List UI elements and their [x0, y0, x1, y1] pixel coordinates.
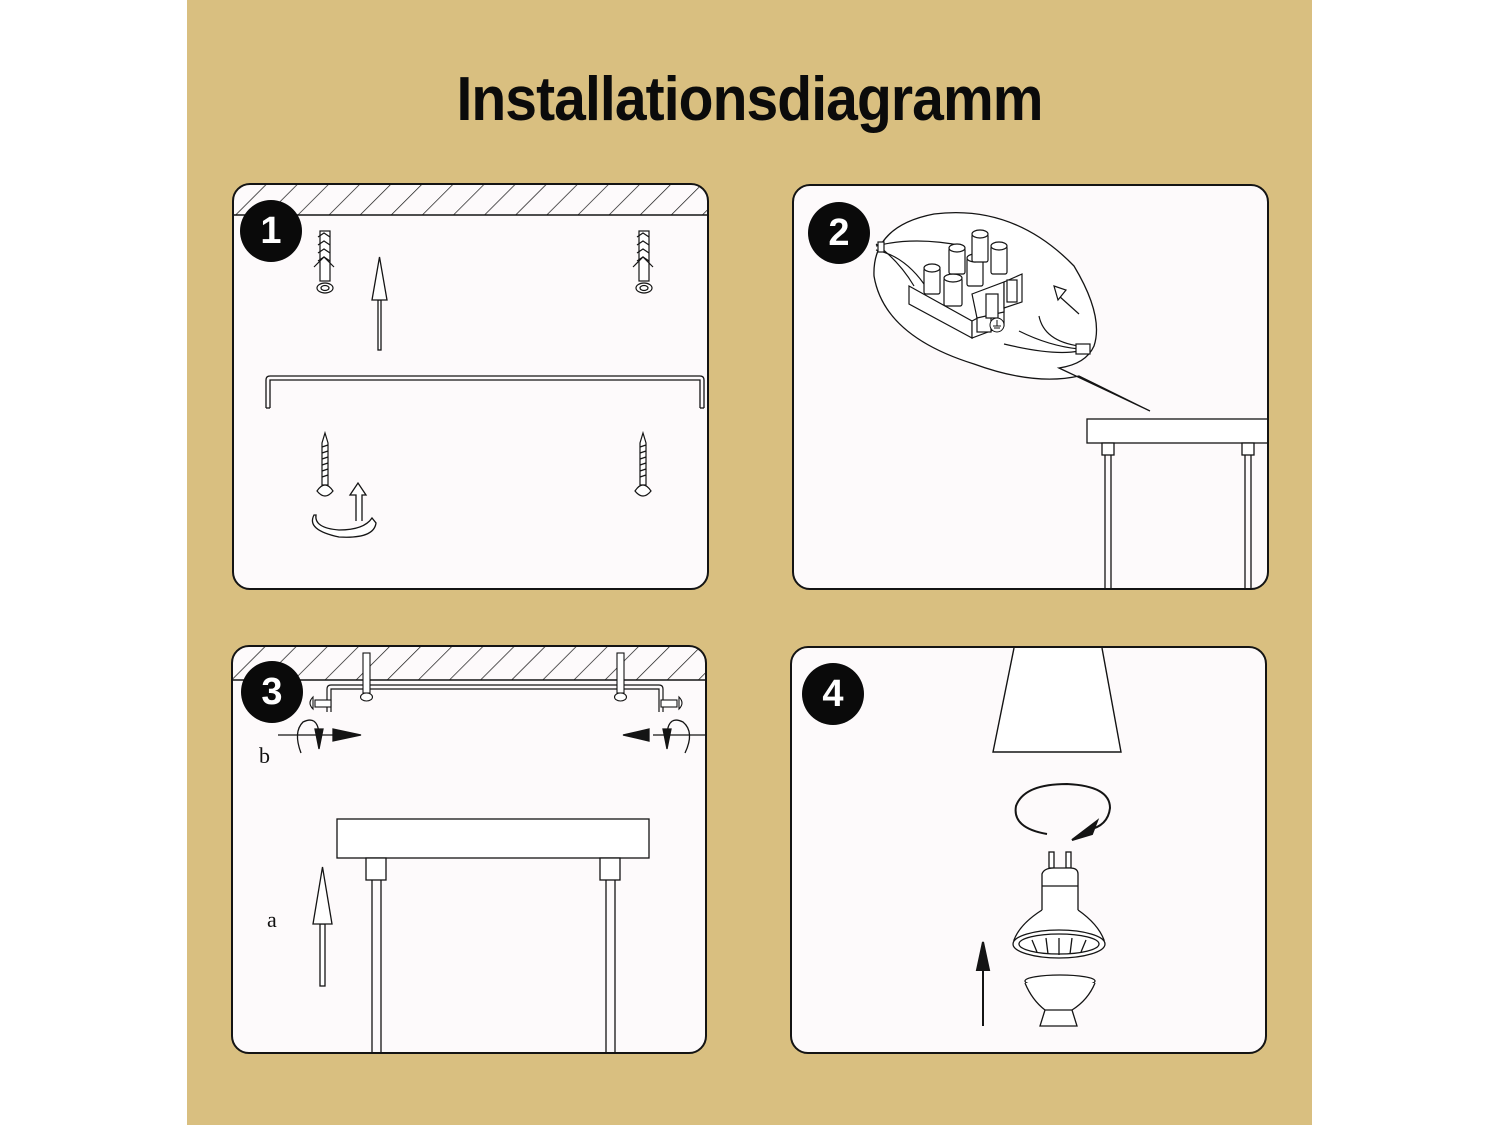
rotate-arrow-icon [311, 481, 377, 538]
canopy-icon [1086, 418, 1267, 588]
step-number-badge: 1 [240, 200, 302, 262]
screw-icon [316, 430, 334, 497]
bracket-on-ceiling-icon [326, 684, 664, 712]
step-1-panel: 1 [232, 183, 709, 590]
lamp-shade-icon [992, 648, 1122, 753]
ceiling-hatch-icon [234, 185, 707, 216]
rotate-arrow-icon [278, 719, 362, 754]
gu10-bulb-icon [1012, 851, 1106, 959]
insert-arrow-icon [1053, 285, 1080, 315]
instruction-sheet: Installationsdiagramm 1 [187, 0, 1312, 1125]
step-3-panel: 3 b a [231, 645, 707, 1054]
step-4-panel: 4 [790, 646, 1267, 1054]
rotate-arrow-icon [1014, 782, 1112, 841]
page-title: Installationsdiagramm [456, 65, 1043, 134]
rotate-arrow-icon [622, 719, 705, 754]
mounting-bracket-icon [265, 375, 705, 409]
step-4-illustration [975, 648, 1122, 1027]
wall-plug-icon [632, 230, 654, 294]
label-a: a [267, 907, 277, 932]
ceiling-hatch-icon [233, 647, 705, 681]
wall-plug-icon [313, 230, 335, 294]
step-2-illustration [873, 211, 1267, 588]
step-2-panel: 2 [792, 184, 1269, 590]
step-3-illustration [233, 647, 705, 1052]
ground-symbol-icon [989, 317, 1005, 333]
wall-plug-icon [359, 652, 628, 702]
step-number-badge: 4 [802, 663, 864, 725]
side-screw-icon [309, 695, 683, 711]
up-arrow-icon [371, 256, 388, 351]
connected-wires-icon [1003, 315, 1091, 355]
step-1-illustration [234, 185, 707, 538]
step-number-badge: 2 [808, 202, 870, 264]
screw-icon [634, 430, 652, 497]
retaining-cup-icon [1024, 974, 1096, 1027]
callout-bubble [873, 211, 1151, 412]
up-arrow-icon [975, 941, 991, 1026]
canopy-icon [336, 818, 650, 1052]
step-number-badge: 3 [241, 661, 303, 723]
label-b: b [259, 743, 270, 768]
up-arrow-icon [312, 866, 333, 987]
